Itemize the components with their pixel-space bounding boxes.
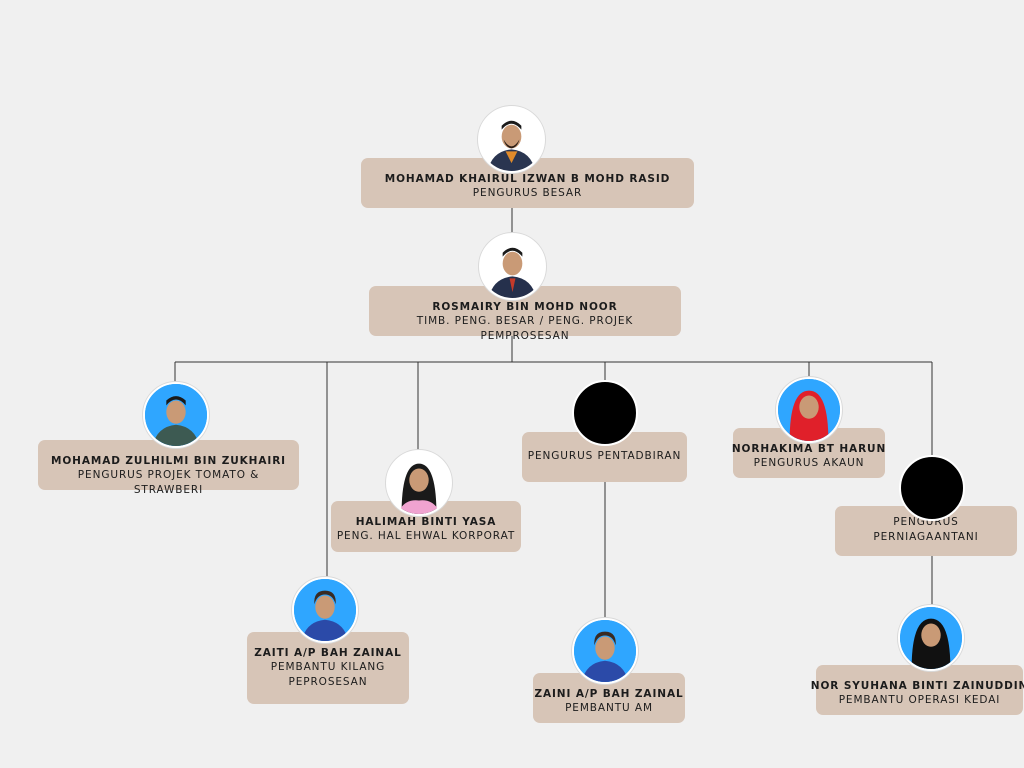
avatar-woman-red-hijab-icon <box>776 377 842 443</box>
person-role: PEMBANTU OPERASI KEDAI <box>838 694 1001 706</box>
person-role: PEMBANTU KILANG PEPROSESAN <box>270 661 386 688</box>
avatar-man-icon <box>143 382 209 448</box>
person-role: PENGURUS PENTADBIRAN <box>527 449 682 462</box>
person-card-pentadbiran: PENGURUS PENTADBIRAN <box>522 432 687 482</box>
avatar-man-suit-icon <box>479 233 546 300</box>
avatar-woman-icon <box>292 577 358 643</box>
person-name: MOHAMAD ZULHILMI BIN ZUKHAIRI <box>50 455 286 467</box>
person-card-projek-tomato: MOHAMAD ZULHILMI BIN ZUKHAIRI PENGURUS PR… <box>38 440 299 496</box>
person-name: NORHAKIMA BT HARUN <box>731 443 887 455</box>
placeholder-avatar-icon <box>572 380 638 446</box>
person-name: HALIMAH BINTI YASA <box>355 516 497 528</box>
avatar-woman-icon <box>572 618 638 684</box>
person-name: ZAINI A/P BAH ZAINAL <box>534 688 684 700</box>
person-name: MOHAMAD KHAIRUL IZWAN B MOHD RASID <box>384 173 671 185</box>
placeholder-avatar-icon <box>899 455 965 521</box>
avatar-woman-black-hijab-icon <box>898 605 964 671</box>
person-role: PENGURUS BESAR <box>472 187 583 199</box>
person-role: PENG. HAL EHWAL KORPORAT <box>336 530 516 542</box>
person-card-pembantu-kilang: ZAITI A/P BAH ZAINAL PEMBANTU KILANG PEPR… <box>247 632 409 704</box>
person-name: ROSMAIRY BIN MOHD NOOR <box>432 301 618 313</box>
person-role: PENGURUS AKAUN <box>753 457 865 469</box>
person-role: PENGURUS PROJEK TOMATO & STRAWBERI <box>77 469 260 496</box>
avatar-woman-hijab-icon <box>386 450 452 516</box>
person-card-hal-ehwal: HALIMAH BINTI YASA PENG. HAL EHWAL KORPOR… <box>331 501 521 552</box>
person-name: NOR SYUHANA BINTI ZAINUDDIN <box>810 680 1024 692</box>
person-card-operasi-kedai: NOR SYUHANA BINTI ZAINUDDIN PEMBANTU OPER… <box>811 665 1024 715</box>
person-name: ZAITI A/P BAH ZAINAL <box>254 647 402 659</box>
person-role: PEMBANTU AM <box>565 702 653 714</box>
person-role: TIMB. PENG. BESAR / PENG. PROJEK PEMPROS… <box>416 315 634 342</box>
avatar-man-beard-icon <box>478 106 545 173</box>
